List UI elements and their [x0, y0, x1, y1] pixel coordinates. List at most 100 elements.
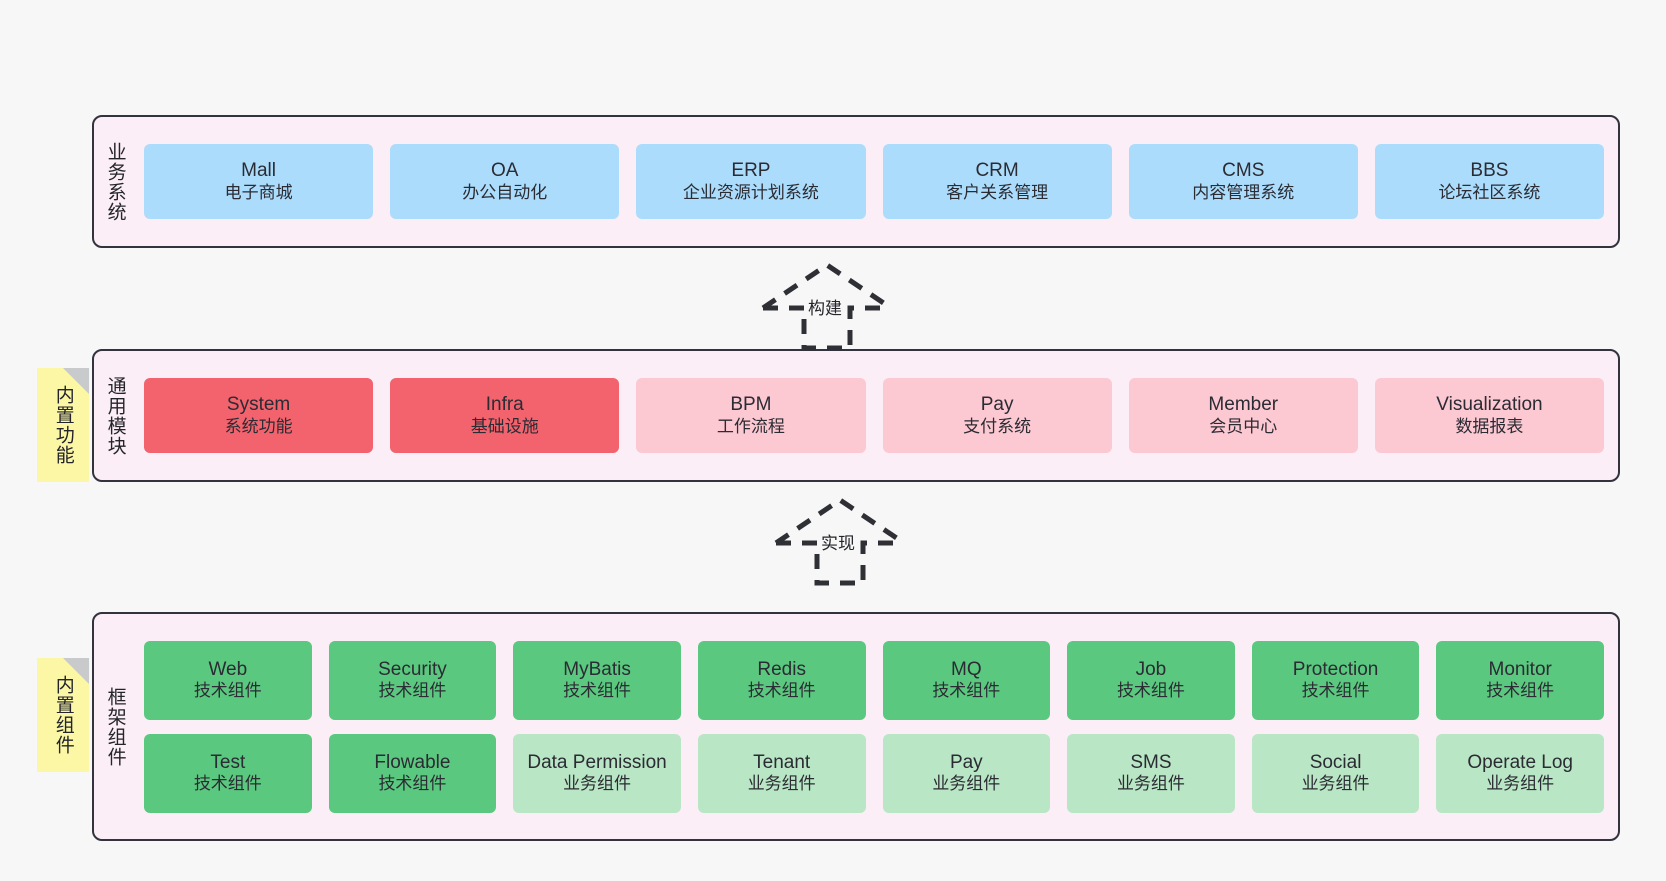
chip-name: Operate Log [1467, 751, 1573, 773]
chip-data-permission[interactable]: Data Permission 业务组件 [513, 733, 681, 813]
chip-job[interactable]: Job 技术组件 [1067, 640, 1235, 720]
chip-name: Pay [980, 394, 1014, 416]
chip-system[interactable]: System 系统功能 [144, 378, 374, 453]
chip-desc: 业务组件 [1116, 774, 1185, 794]
chip-desc: 基础设施 [470, 416, 539, 436]
connector-build: 构建 [758, 258, 908, 351]
layer-body-framework-components: Web 技术组件 Security 技术组件 MyBatis 技术组件 Redi… [136, 614, 1618, 839]
folded-corner-icon [63, 368, 89, 394]
chip-row: Test 技术组件 Flowable 技术组件 Data Permission … [144, 733, 1604, 813]
chip-desc: 论坛社区系统 [1438, 182, 1541, 202]
chip-sms[interactable]: SMS 业务组件 [1067, 733, 1235, 813]
chip-desc: 业务组件 [1301, 774, 1370, 794]
chip-member[interactable]: Member 会员中心 [1128, 378, 1358, 453]
chip-desc: 业务组件 [1486, 774, 1555, 794]
chip-mq[interactable]: MQ 技术组件 [882, 640, 1051, 720]
chip-name: System [226, 394, 291, 416]
connector-label-build: 构建 [808, 299, 842, 318]
chip-name: Data Permission [527, 752, 667, 774]
sticky-note-builtin-features: 内置功能 [37, 368, 89, 482]
chip-row: System 系统功能 Infra 基础设施 BPM 工作流程 Pay 支付系统… [144, 378, 1605, 453]
layer-panel-framework-components: 框架组件 Web 技术组件 Security 技术组件 MyBatis 技术组件… [92, 612, 1620, 841]
layer-title-framework-components: 框架组件 [104, 686, 126, 767]
chip-desc: 企业资源计划系统 [682, 182, 819, 202]
layer-title-common-modules: 通用模块 [104, 375, 126, 456]
chip-name: OA [491, 160, 519, 182]
chip-erp[interactable]: ERP 企业资源计划系统 [636, 144, 866, 219]
chip-desc: 系统功能 [224, 416, 293, 436]
chip-name: Mall [241, 160, 276, 182]
chip-name: BPM [730, 394, 772, 416]
chip-web[interactable]: Web 技术组件 [144, 640, 312, 720]
layer-panel-business-systems: 业务系统 Mall 电子商城 OA 办公自动化 ERP 企业资源计划系统 CRM… [92, 115, 1620, 248]
chip-bpm[interactable]: BPM 工作流程 [636, 378, 866, 453]
chip-desc: 技术组件 [747, 681, 816, 701]
chip-name: Social [1309, 751, 1362, 773]
chip-name: CRM [975, 160, 1019, 182]
chip-name: Job [1135, 658, 1167, 680]
chip-row: Web 技术组件 Security 技术组件 MyBatis 技术组件 Redi… [144, 640, 1604, 720]
chip-crm[interactable]: CRM 客户关系管理 [882, 144, 1112, 219]
chip-visualization[interactable]: Visualization 数据报表 [1374, 378, 1605, 453]
chip-name: Monitor [1488, 658, 1552, 680]
chip-desc: 业务组件 [932, 774, 1001, 794]
sticky-note-label: 内置功能 [52, 385, 74, 465]
chip-pay-business[interactable]: Pay 业务组件 [882, 733, 1051, 813]
chip-flowable[interactable]: Flowable 技术组件 [328, 733, 497, 813]
chip-desc: 会员中心 [1209, 416, 1278, 436]
chip-desc: 业务组件 [563, 773, 632, 793]
chip-protection[interactable]: Protection 技术组件 [1251, 640, 1420, 720]
layer-panel-common-modules: 通用模块 System 系统功能 Infra 基础设施 BPM 工作流程 Pay… [92, 349, 1620, 482]
chip-name: ERP [731, 160, 771, 182]
chip-monitor[interactable]: Monitor 技术组件 [1436, 640, 1604, 720]
chip-pay[interactable]: Pay 支付系统 [882, 378, 1112, 453]
chip-name: Test [210, 751, 246, 773]
chip-desc: 技术组件 [193, 681, 262, 701]
chip-row: Mall 电子商城 OA 办公自动化 ERP 企业资源计划系统 CRM 客户关系… [144, 144, 1605, 219]
folded-corner-icon [63, 658, 89, 684]
arrow-shaft-build [763, 305, 891, 351]
chip-desc: 支付系统 [963, 416, 1032, 436]
chip-tenant[interactable]: Tenant 业务组件 [697, 733, 866, 813]
chip-desc: 技术组件 [378, 681, 447, 701]
chip-name: Protection [1292, 658, 1379, 680]
chip-desc: 技术组件 [1116, 681, 1185, 701]
chip-desc: 技术组件 [1301, 681, 1370, 701]
chip-name: BBS [1470, 160, 1509, 182]
chip-operate-log[interactable]: Operate Log 业务组件 [1436, 733, 1604, 813]
chip-infra[interactable]: Infra 基础设施 [390, 378, 620, 453]
chip-name: Flowable [374, 751, 451, 773]
chip-name: Tenant [753, 751, 811, 773]
chip-oa[interactable]: OA 办公自动化 [390, 144, 620, 219]
chip-name: Member [1208, 394, 1279, 416]
connector-implement: 实现 [771, 493, 921, 586]
chip-social[interactable]: Social 业务组件 [1251, 733, 1420, 813]
chip-test[interactable]: Test 技术组件 [144, 733, 312, 813]
arrow-shaft-implement [776, 540, 904, 586]
chip-mybatis[interactable]: MyBatis 技术组件 [513, 640, 681, 720]
chip-name: Visualization [1436, 394, 1543, 416]
chip-name: Infra [485, 394, 524, 416]
chip-redis[interactable]: Redis 技术组件 [697, 640, 866, 720]
chip-desc: 客户关系管理 [946, 182, 1049, 202]
chip-mall[interactable]: Mall 电子商城 [144, 144, 374, 219]
chip-name: SMS [1130, 751, 1172, 773]
chip-desc: 技术组件 [932, 681, 1001, 701]
chip-desc: 技术组件 [563, 681, 632, 701]
chip-desc: 工作流程 [716, 416, 785, 436]
chip-security[interactable]: Security 技术组件 [328, 640, 497, 720]
chip-cms[interactable]: CMS 内容管理系统 [1128, 144, 1358, 219]
chip-desc: 技术组件 [1486, 681, 1555, 701]
chip-name: Web [208, 658, 248, 680]
chip-desc: 电子商城 [224, 182, 293, 202]
chip-name: MyBatis [563, 658, 631, 680]
layer-body-business-systems: Mall 电子商城 OA 办公自动化 ERP 企业资源计划系统 CRM 客户关系… [136, 117, 1618, 246]
chip-name: MQ [951, 658, 982, 680]
sticky-note-builtin-components: 内置组件 [37, 658, 89, 772]
layer-title-business-systems: 业务系统 [104, 141, 126, 222]
layer-body-common-modules: System 系统功能 Infra 基础设施 BPM 工作流程 Pay 支付系统… [136, 351, 1618, 480]
chip-desc: 内容管理系统 [1192, 182, 1295, 202]
chip-desc: 业务组件 [747, 774, 816, 794]
chip-bbs[interactable]: BBS 论坛社区系统 [1374, 144, 1605, 219]
